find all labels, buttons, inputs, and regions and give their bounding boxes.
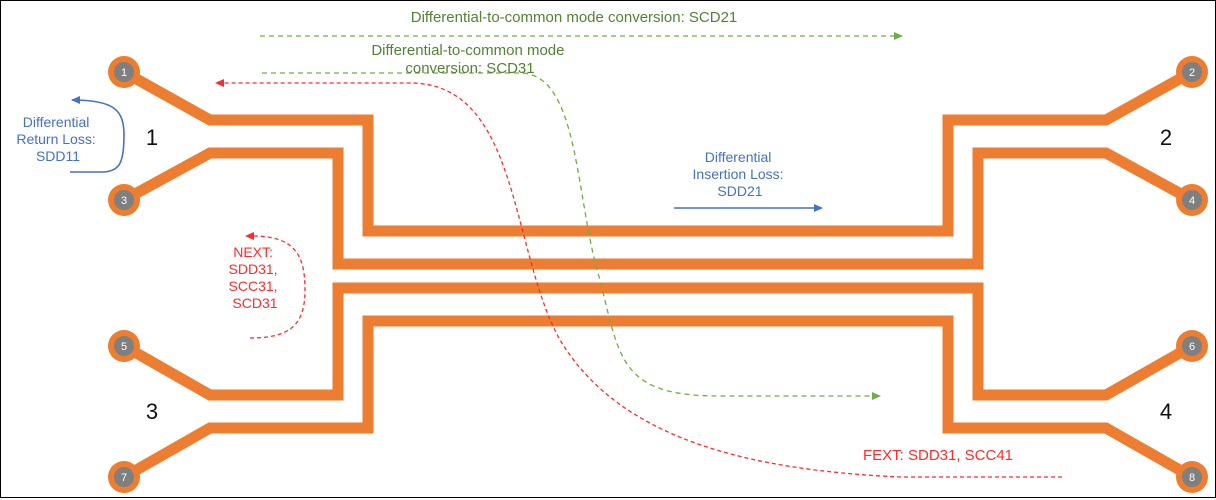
- pads: 1 2 3 4 5 6 7: [108, 56, 1208, 493]
- next-label: NEXT: SDD31, SCC31, SCD31: [229, 244, 282, 311]
- pad-3-label: 3: [121, 195, 127, 207]
- pad-2: 2: [1176, 56, 1208, 88]
- sdd11-label-line3: SDD11: [36, 148, 80, 164]
- next-label-line3: SCC31,: [229, 278, 278, 294]
- pad-6: 6: [1176, 330, 1208, 362]
- pad-4: 4: [1176, 184, 1208, 216]
- trace-1-2: [121, 67, 1195, 237]
- next-label-line2: SDD31,: [229, 261, 278, 277]
- trace-5-6: [121, 282, 1195, 401]
- next-label-line4: SCD31: [232, 295, 277, 311]
- pad-1: 1: [108, 56, 140, 88]
- trace-3-4: [121, 147, 1195, 270]
- group-label-2: 2: [1160, 125, 1172, 150]
- scd31-arrow: [262, 72, 881, 400]
- pad-5: 5: [108, 330, 140, 362]
- pad-8-label: 8: [1189, 472, 1195, 484]
- pad-8: 8: [1176, 461, 1208, 493]
- pad-6-label: 6: [1189, 341, 1195, 353]
- pad-7-label: 7: [121, 472, 127, 484]
- group-label-3: 3: [146, 399, 158, 424]
- pad-3: 3: [108, 184, 140, 216]
- fext-label: FEXT: SDD31, SCC41: [863, 447, 1013, 464]
- scd31-label-line2: conversion: SCD31: [405, 60, 534, 77]
- next-label-line1: NEXT:: [233, 244, 273, 260]
- scd31-label: Differential-to-common mode conversion: …: [371, 42, 568, 77]
- sdd11-label: Differential Return Loss: SDD11: [16, 114, 99, 164]
- sdd21-label-line1: Differential: [705, 149, 772, 165]
- pad-1-label: 1: [121, 67, 127, 79]
- fext-arrow: [215, 79, 1062, 478]
- sdd11-arrow: [70, 96, 125, 173]
- scd21-label: Differential-to-common mode conversion: …: [411, 9, 738, 26]
- next-arrow: [245, 232, 306, 339]
- pad-5-label: 5: [121, 341, 127, 353]
- trace-7-8: [121, 315, 1195, 482]
- sdd11-label-line1: Differential: [23, 114, 90, 130]
- group-label-4: 4: [1160, 399, 1172, 424]
- sdd21-label-line2: Insertion Loss:: [693, 166, 784, 182]
- pad-7: 7: [108, 461, 140, 493]
- scd31-label-line1: Differential-to-common mode: [371, 42, 564, 59]
- sdd21-label-line3: SDD21: [717, 183, 762, 199]
- sdd21-label: Differential Insertion Loss: SDD21: [693, 149, 788, 199]
- group-label-1: 1: [146, 125, 158, 150]
- traces: [121, 67, 1195, 482]
- pad-2-label: 2: [1189, 67, 1195, 79]
- sdd11-label-line2: Return Loss:: [16, 131, 95, 147]
- pad-4-label: 4: [1189, 195, 1195, 207]
